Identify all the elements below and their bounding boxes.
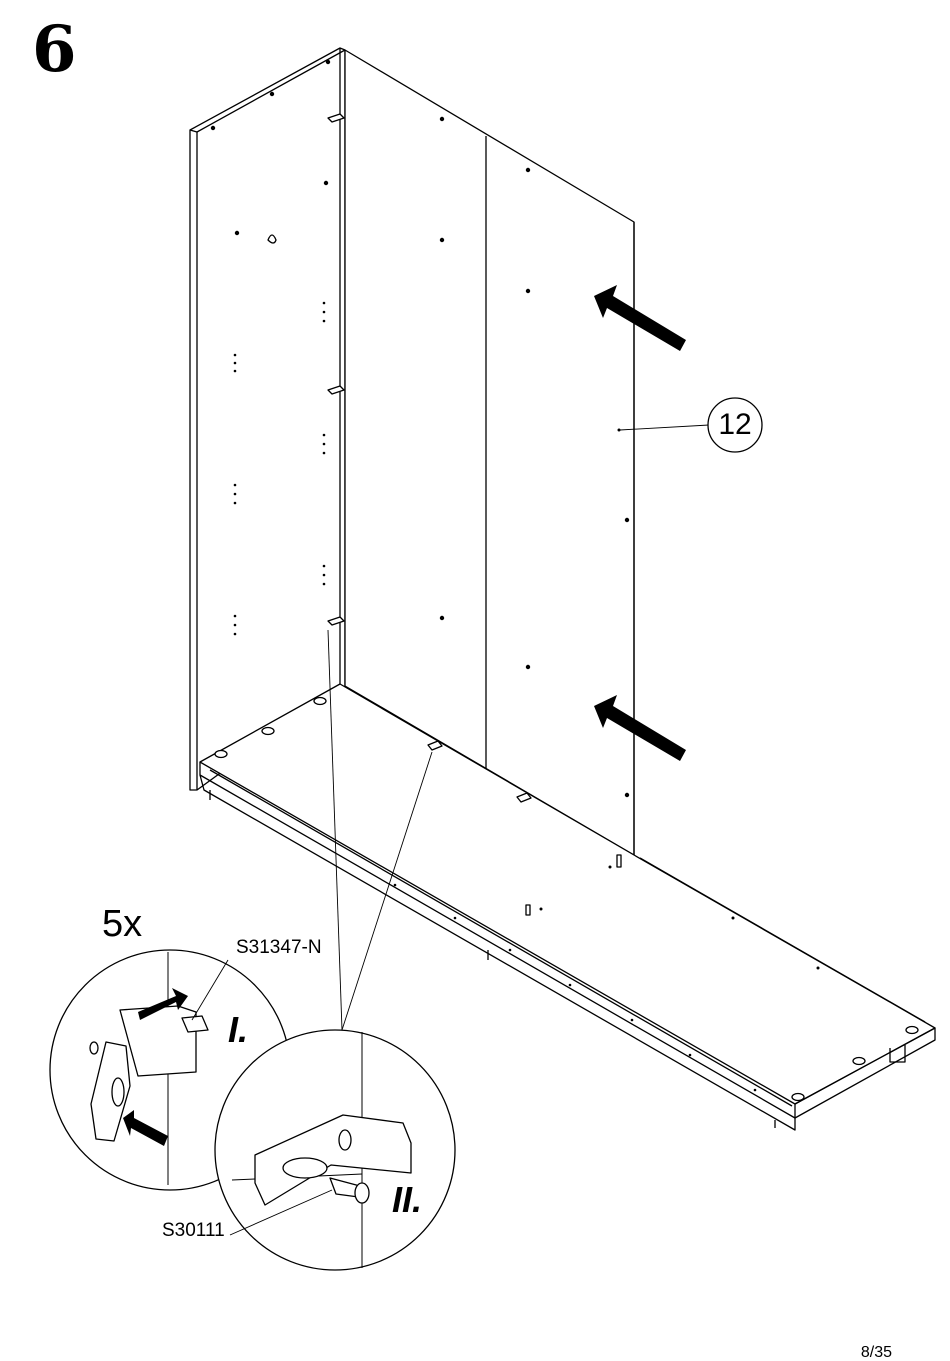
step-number: 6 [32,18,77,82]
left-side-panel [190,48,345,790]
part-code-bolt: S30111 [162,1221,225,1240]
stage-label-1: I. [228,1012,248,1048]
detail-view-step-2 [215,1030,455,1270]
stage-label-2: II. [392,1182,422,1218]
quantity-label: 5x [102,905,142,943]
part-callout-number: 12 [708,398,762,452]
page-number: 8/35 [861,1345,892,1361]
part-code-cam: S31347-N [236,938,322,957]
